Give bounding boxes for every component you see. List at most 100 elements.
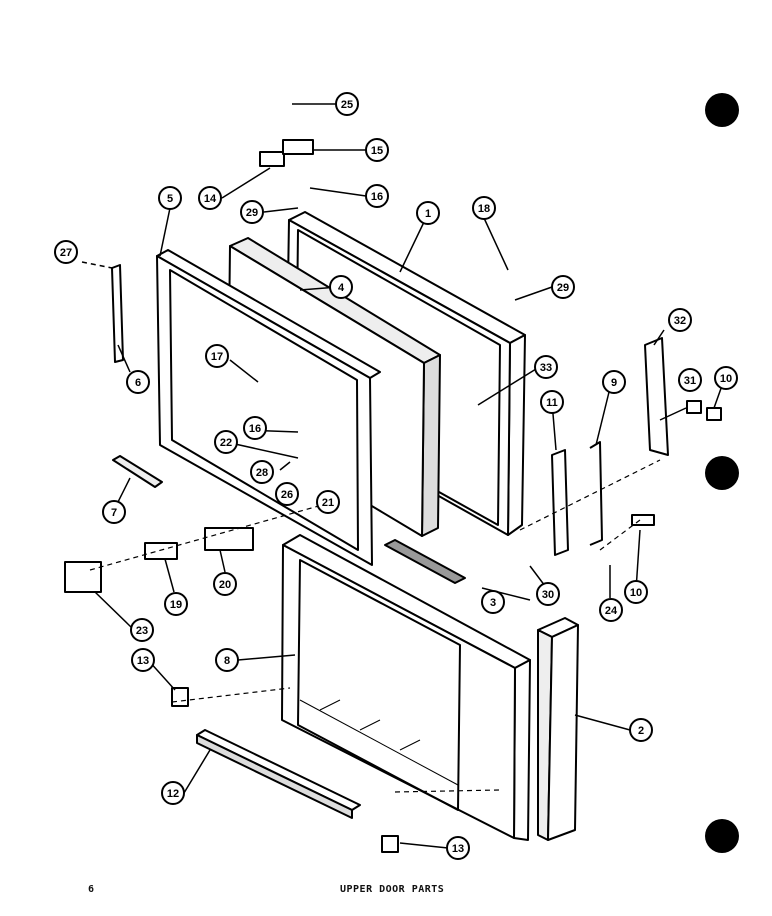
svg-text:12: 12 <box>167 788 179 800</box>
callout-19: 19 <box>164 592 188 616</box>
callout-15: 15 <box>365 138 389 162</box>
part-block-10 <box>706 407 722 421</box>
callout-17: 17 <box>205 344 229 368</box>
svg-text:32: 32 <box>674 315 686 327</box>
svg-text:9: 9 <box>611 377 617 389</box>
svg-text:16: 16 <box>249 423 261 435</box>
svg-text:3: 3 <box>490 597 496 609</box>
callout-29: 29 <box>551 275 575 299</box>
callout-16: 16 <box>243 416 267 440</box>
part-clip-13-top <box>171 687 189 707</box>
svg-text:33: 33 <box>540 362 552 374</box>
page-title: UPPER DOOR PARTS <box>340 884 445 895</box>
callout-3: 3 <box>481 590 505 614</box>
svg-text:24: 24 <box>605 605 618 617</box>
part-side-trim <box>537 617 579 841</box>
svg-text:17: 17 <box>211 351 223 363</box>
svg-text:26: 26 <box>281 489 293 501</box>
svg-text:30: 30 <box>542 589 554 601</box>
callout-11: 11 <box>540 390 564 414</box>
registration-dot <box>705 93 739 127</box>
callout-23: 23 <box>130 618 154 642</box>
svg-text:13: 13 <box>137 655 149 667</box>
part-hinge-19 <box>144 542 178 560</box>
svg-text:4: 4 <box>338 282 345 294</box>
part-hinge-23 <box>64 561 102 593</box>
callout-9: 9 <box>602 370 626 394</box>
callout-20: 20 <box>213 572 237 596</box>
callout-8: 8 <box>215 648 239 672</box>
svg-text:29: 29 <box>557 282 569 294</box>
callout-32: 32 <box>668 308 692 332</box>
callout-16: 16 <box>365 184 389 208</box>
svg-text:13: 13 <box>452 843 464 855</box>
svg-text:18: 18 <box>478 203 490 215</box>
part-block-10-lower <box>631 514 655 526</box>
part-hinge-20 <box>204 527 254 551</box>
part-horizontal-strip <box>112 455 163 488</box>
svg-text:2: 2 <box>638 725 644 737</box>
part-bracket-32 <box>644 337 669 456</box>
svg-text:5: 5 <box>167 193 173 205</box>
callout-31: 31 <box>678 368 702 392</box>
svg-text:16: 16 <box>371 191 383 203</box>
callout-27: 27 <box>54 240 78 264</box>
part-hinge-14 <box>259 151 285 167</box>
part-bracket-11 <box>551 449 569 556</box>
svg-text:22: 22 <box>220 437 232 449</box>
svg-text:27: 27 <box>60 247 72 259</box>
svg-text:28: 28 <box>256 467 268 479</box>
callout-30: 30 <box>536 582 560 606</box>
part-clip-13-bottom <box>381 835 399 853</box>
callout-13: 13 <box>131 648 155 672</box>
callout-7: 7 <box>102 500 126 524</box>
svg-text:7: 7 <box>111 507 117 519</box>
registration-dot <box>705 819 739 853</box>
callout-10: 10 <box>624 580 648 604</box>
callout-14: 14 <box>198 186 222 210</box>
callout-2: 2 <box>629 718 653 742</box>
page-number: 6 <box>88 884 95 895</box>
part-liner-tray <box>281 534 531 841</box>
callout-26: 26 <box>275 482 299 506</box>
callout-10: 10 <box>714 366 738 390</box>
svg-text:23: 23 <box>136 625 148 637</box>
svg-text:10: 10 <box>720 373 732 385</box>
callout-12: 12 <box>161 781 185 805</box>
part-hinge-15 <box>282 139 314 155</box>
svg-text:11: 11 <box>546 397 558 409</box>
callout-4: 4 <box>329 275 353 299</box>
callout-18: 18 <box>472 196 496 220</box>
callout-33: 33 <box>534 355 558 379</box>
callout-21: 21 <box>316 490 340 514</box>
svg-text:25: 25 <box>341 99 353 111</box>
part-seal-strip <box>384 539 466 584</box>
part-gasket-frame <box>156 249 381 566</box>
callout-1: 1 <box>416 201 440 225</box>
callout-25: 25 <box>335 92 359 116</box>
svg-text:19: 19 <box>170 599 182 611</box>
part-handle-9 <box>589 441 603 546</box>
svg-text:1: 1 <box>425 208 431 220</box>
callout-6: 6 <box>126 370 150 394</box>
part-block-31 <box>686 400 702 414</box>
svg-text:8: 8 <box>224 655 230 667</box>
svg-text:31: 31 <box>684 375 696 387</box>
part-vertical-strip <box>111 264 124 363</box>
callout-28: 28 <box>250 460 274 484</box>
svg-text:6: 6 <box>135 377 141 389</box>
svg-text:10: 10 <box>630 587 642 599</box>
svg-text:14: 14 <box>204 193 217 205</box>
part-bottom-rail <box>196 729 361 819</box>
callout-24: 24 <box>599 598 623 622</box>
svg-text:21: 21 <box>322 497 334 509</box>
svg-text:20: 20 <box>219 579 231 591</box>
svg-text:29: 29 <box>246 207 258 219</box>
callout-5: 5 <box>158 186 182 210</box>
callout-22: 22 <box>214 430 238 454</box>
svg-text:15: 15 <box>371 145 383 157</box>
callout-29: 29 <box>240 200 264 224</box>
registration-dot <box>705 456 739 490</box>
callout-13: 13 <box>446 836 470 860</box>
